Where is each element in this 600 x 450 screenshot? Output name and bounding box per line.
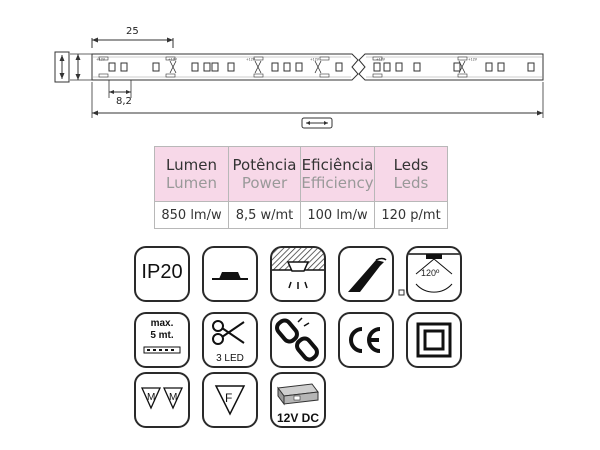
bend-marker-icon (398, 289, 405, 296)
beam-angle-text: 120º (421, 268, 440, 278)
solder-pad (372, 56, 383, 61)
solder-pad (457, 56, 468, 61)
f-mark-text: F (225, 391, 232, 405)
led-chip (453, 62, 461, 72)
led-chip (373, 62, 381, 72)
cut-mark (458, 60, 466, 74)
ip-rating-text: IP20 (141, 261, 183, 283)
efficiency-value: 100 lm/w (300, 201, 375, 229)
led-chip (283, 62, 291, 72)
leds-value: 120 p/mt (374, 201, 448, 229)
recessed-light-icon (270, 246, 326, 302)
m-mark-left: M (147, 392, 155, 403)
solder-pad (98, 56, 109, 61)
voltage-marking: +12V (168, 58, 178, 62)
cut-label: 3 LED (216, 353, 244, 364)
led-chip (413, 62, 421, 72)
cut-icon: 3 LED (202, 312, 258, 368)
solder-pad (253, 73, 264, 78)
voltage-label: 12V DC (276, 411, 320, 425)
bend-icon (338, 246, 394, 302)
max-length-icon: max. 5 mt. (134, 312, 190, 368)
solder-pad (319, 56, 330, 61)
solder-pad (457, 73, 468, 78)
ce-mark-icon (338, 312, 394, 368)
led-chip (497, 62, 505, 72)
led-chip (152, 62, 160, 72)
pitch-dimension: 25 (126, 26, 139, 37)
solder-pad (372, 73, 383, 78)
solder-pad (98, 73, 109, 78)
double-insulation-icon (406, 312, 462, 368)
solder-pad (253, 56, 264, 61)
voltage-marking: +12V (310, 58, 320, 62)
voltage-marking: +12V (376, 58, 386, 62)
power-supply-icon: 12V DC (270, 372, 326, 428)
connection-icon (270, 312, 326, 368)
solder-pad (165, 73, 176, 78)
voltage-marking: +12V (468, 58, 478, 62)
beam-angle-icon: 120º (406, 246, 462, 302)
max-length-text: max. 5 mt. (150, 318, 174, 341)
led-chip (383, 62, 391, 72)
led-chip (203, 62, 211, 72)
led-chip (108, 62, 116, 72)
led-chip (295, 62, 303, 72)
mm-mark-icon: M M (134, 372, 190, 428)
led-chip (227, 62, 235, 72)
surface-mount-icon (202, 246, 258, 302)
cut-mark (254, 60, 262, 74)
cut-mark (169, 60, 177, 74)
led-chip (191, 62, 199, 72)
voltage-marking: +12V (246, 58, 256, 62)
m-mark-right: M (169, 392, 177, 403)
led-chip (485, 62, 493, 72)
led-strip-diagram: 25 +12V +12V +12V +12V +12V +12V 8,2 (54, 26, 544, 129)
power-value: 8,5 w/mt (228, 201, 301, 229)
segment-dimension: 8,2 (116, 96, 132, 107)
solder-pad (165, 56, 176, 61)
led-chip (395, 62, 403, 72)
led-chip (211, 62, 219, 72)
cut-mark (314, 60, 322, 74)
f-mark-icon: F (202, 372, 258, 428)
ip20-icon: IP20 (134, 246, 190, 302)
lumen-value: 850 lm/w (154, 201, 229, 229)
strip-led-row: +12V +12V +12V +12V +12V +12V (96, 56, 535, 78)
led-chip (527, 62, 535, 72)
voltage-marking: +12V (96, 58, 106, 62)
led-chip (271, 62, 279, 72)
led-chip (120, 62, 128, 72)
led-chip (335, 62, 343, 72)
solder-pad (319, 73, 330, 78)
